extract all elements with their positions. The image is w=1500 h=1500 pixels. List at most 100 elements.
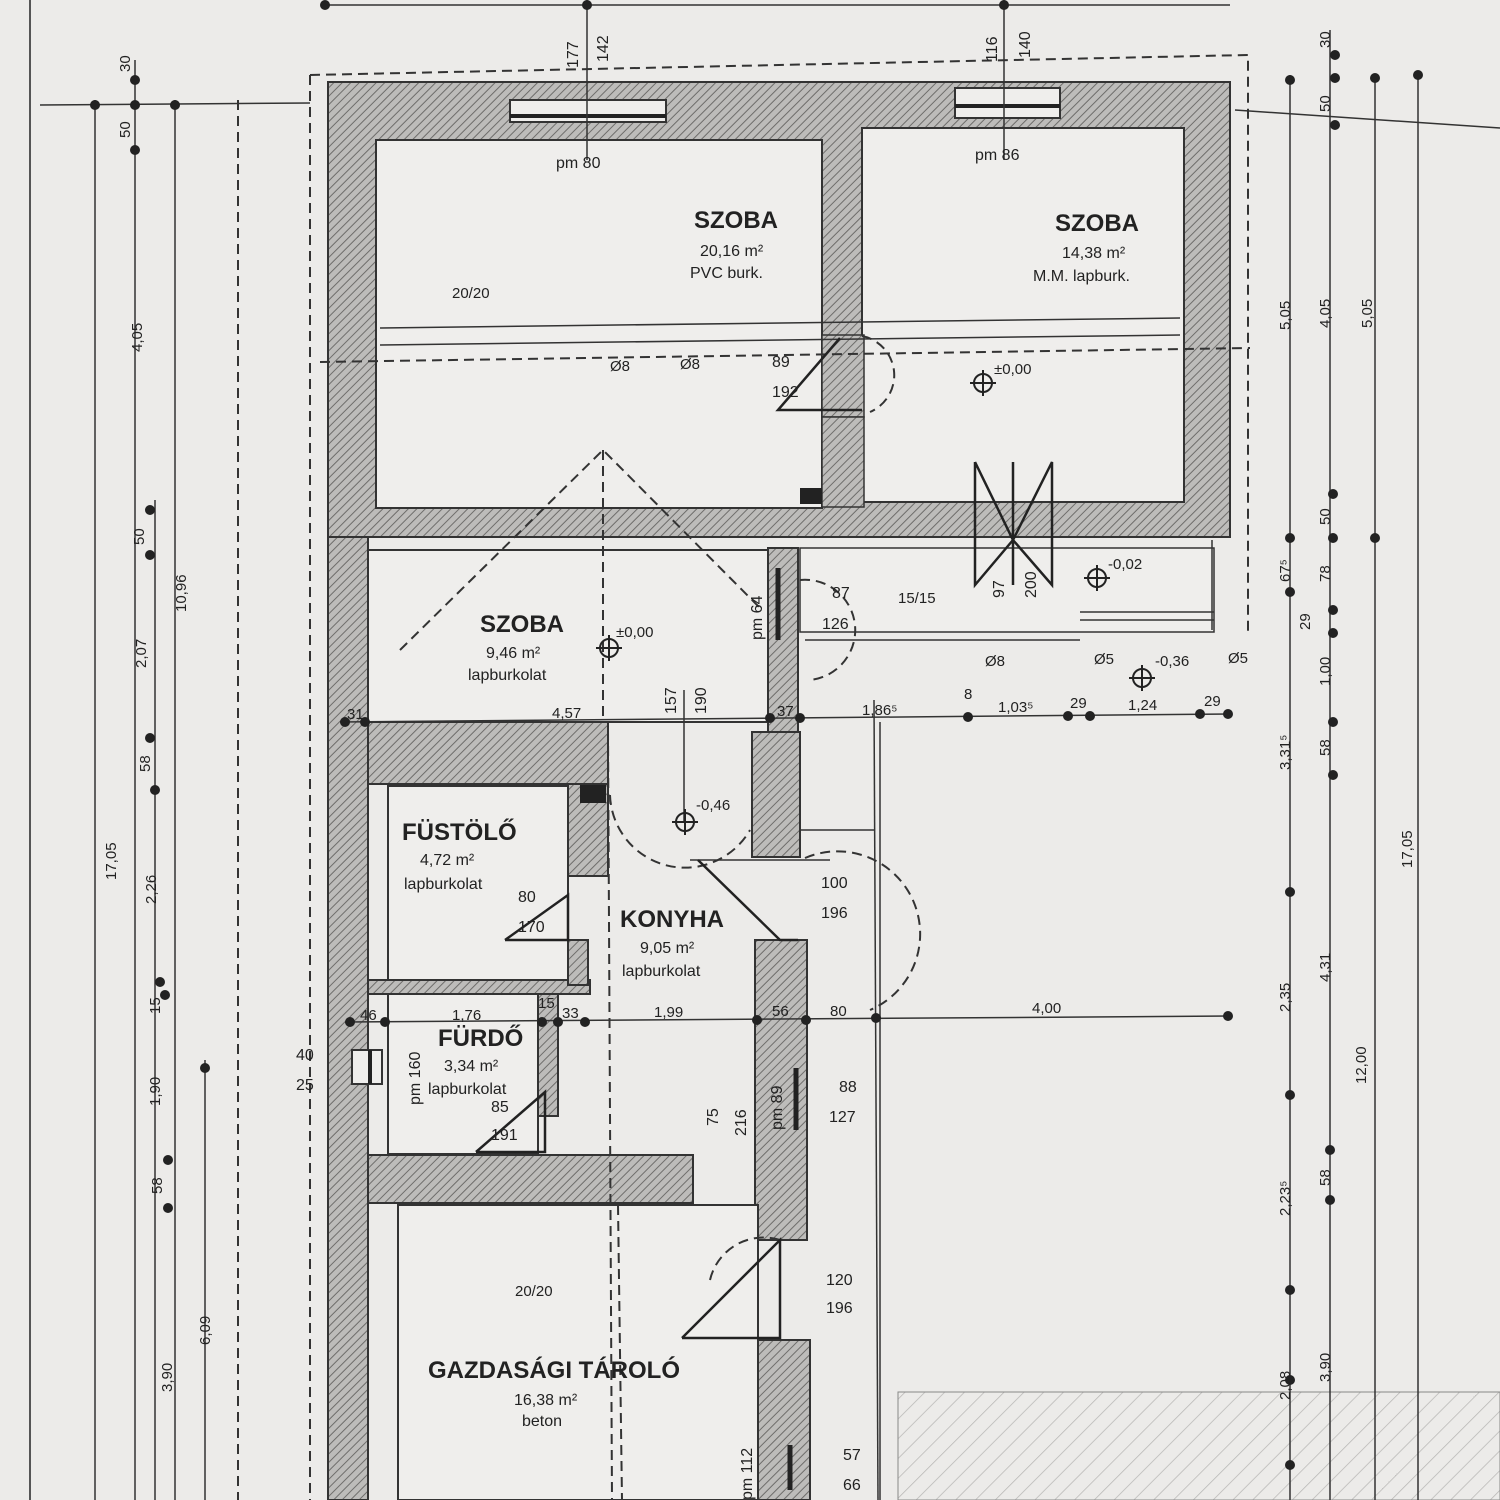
row2-g: 80 (830, 1003, 847, 1020)
row1-b: 4,57 (552, 705, 581, 722)
row2-c: 15 (538, 995, 555, 1012)
room-floors (367, 127, 1215, 1500)
row1-f: 1,03⁵ (998, 699, 1033, 716)
room-area-tarolo: 16,38 m² (514, 1392, 578, 1409)
right-m: 2,35 (1277, 983, 1294, 1012)
room-floor-konyha: lapburkolat (622, 963, 701, 980)
sill-216: 216 (733, 1109, 750, 1136)
right-p: 2,23⁵ (1277, 1181, 1294, 1216)
left-t1: 10,96 (173, 574, 190, 612)
pipe-4: Ø5 (1094, 651, 1114, 668)
pm64-label: pm 64 (749, 595, 766, 640)
door-10b: 66 (843, 1477, 861, 1494)
pm160-label: pm 160 (407, 1052, 424, 1105)
right-f: 50 (1317, 508, 1334, 525)
right-i: 29 (1297, 613, 1314, 630)
left-t2: 6,09 (197, 1316, 214, 1345)
top-dim-b: 142 (595, 35, 612, 62)
right-total: 17,05 (1399, 830, 1416, 868)
dimension-ticks (90, 0, 1423, 1470)
left-f: 58 (137, 755, 154, 772)
level-5: -0,46 (696, 797, 730, 814)
room-name-fustolo: FÜSTÖLŐ (402, 818, 517, 846)
door-2a: 97 (991, 580, 1008, 598)
room-area-fustolo: 4,72 m² (420, 852, 475, 869)
room-floor-furdo: lapburkolat (428, 1081, 507, 1098)
level-markers (596, 370, 1155, 835)
annotations: pm 80 pm 86 20/20 15/15 20/20 ±0,00 ±0,0… (103, 31, 1416, 1500)
window-25: 25 (296, 1077, 314, 1094)
door-7a: 85 (491, 1099, 509, 1116)
level-1: ±0,00 (994, 361, 1031, 378)
left-c: 4,05 (129, 323, 146, 352)
right-o: 12,00 (1353, 1046, 1370, 1084)
row2-d: 33 (562, 1005, 579, 1022)
row2-h: 4,00 (1032, 1000, 1061, 1017)
room-area-szoba2: 14,38 m² (1062, 245, 1126, 262)
right-h: 78 (1317, 565, 1334, 582)
pipe-1: Ø8 (610, 358, 630, 375)
row2-b: 1,76 (452, 1007, 481, 1024)
left-e: 2,07 (133, 639, 150, 668)
room-labels: SZOBA 20,16 m² PVC burk. SZOBA 14,38 m² … (402, 207, 1139, 1430)
left-j: 58 (149, 1177, 166, 1194)
row1-g: 29 (1070, 695, 1087, 712)
room-area-furdo: 3,34 m² (444, 1058, 499, 1075)
sill-75: 75 (705, 1108, 722, 1126)
pipe-5: Ø5 (1228, 650, 1248, 667)
room-name-szoba2: SZOBA (1055, 210, 1139, 237)
door-4b: 190 (693, 687, 710, 714)
room-area-konyha: 9,05 m² (640, 940, 695, 957)
left-a: 30 (117, 55, 134, 72)
door-4a: 157 (663, 687, 680, 714)
room-floor-szoba3: lapburkolat (468, 667, 547, 684)
dimension-lines (39, 0, 1500, 1500)
column-label-1: 20/20 (452, 285, 490, 302)
row1-e: 8 (964, 686, 972, 703)
row1-h: 1,24 (1128, 697, 1157, 714)
left-k: 3,90 (159, 1363, 176, 1392)
pm89-label: pm 89 (769, 1085, 786, 1130)
door-6a: 80 (518, 889, 536, 906)
top-dim-a: 177 (565, 41, 582, 68)
level-4: -0,36 (1155, 653, 1189, 670)
window-40: 40 (296, 1047, 314, 1064)
door-5a: 100 (821, 875, 848, 892)
door-10a: 57 (843, 1447, 861, 1464)
room-name-szoba3: SZOBA (480, 611, 564, 638)
window-label-1: pm 80 (556, 155, 601, 172)
room-floor-tarolo: beton (522, 1413, 562, 1430)
right-k: 3,31⁵ (1277, 735, 1294, 770)
dashed-outlines (237, 53, 1251, 1500)
door-3a: 87 (832, 585, 850, 602)
room-area-szoba3: 9,46 m² (486, 645, 541, 662)
top-dim-c: 116 (984, 36, 1001, 62)
left-total: 17,05 (103, 842, 120, 880)
door-5b: 196 (821, 905, 848, 922)
door-9b: 196 (826, 1300, 853, 1317)
windows (351, 87, 1061, 1490)
door-8b: 127 (829, 1109, 856, 1126)
row2-f: 56 (772, 1003, 789, 1020)
right-c: 5,05 (1277, 301, 1294, 330)
column-label-3: 20/20 (515, 1283, 553, 1300)
room-name-konyha: KONYHA (620, 906, 724, 933)
level-3: -0,02 (1108, 556, 1142, 573)
right-n: 4,31 (1317, 953, 1334, 982)
door-8a: 88 (839, 1079, 857, 1096)
door-7b: 191 (491, 1127, 518, 1144)
right-l: 58 (1317, 739, 1334, 756)
left-d: 50 (131, 528, 148, 545)
door-1b: 192 (772, 384, 799, 401)
door-1a: 89 (772, 354, 790, 371)
window-label-2: pm 86 (975, 147, 1020, 164)
left-h: 15 (147, 997, 164, 1014)
row2-e: 1,99 (654, 1004, 683, 1021)
right-q: 58 (1317, 1169, 1334, 1186)
row1-c: 37 (777, 703, 794, 720)
door-9a: 120 (826, 1272, 853, 1289)
room-name-tarolo: GAZDASÁGI TÁROLÓ (428, 1356, 680, 1384)
row2-a: 46 (360, 1007, 377, 1024)
room-area-szoba1: 20,16 m² (700, 243, 764, 260)
